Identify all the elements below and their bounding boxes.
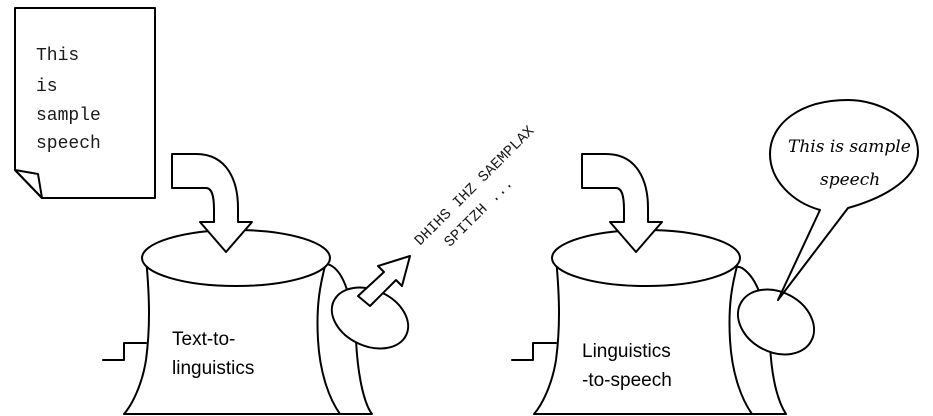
signal-step-left-1: [102, 342, 147, 361]
curved-arrow-down-2: [581, 153, 663, 253]
signal-step-left-2: [511, 342, 557, 361]
module2-output-opening: [736, 288, 816, 356]
module2-label-line-1: Linguistics: [582, 341, 671, 362]
module1-label-line-2: linguistics: [172, 358, 254, 379]
phonetic-transcription: DHIHS IHZ SAEMPLAX SPITZH ...: [412, 123, 539, 251]
speech-bubble-shape: [769, 99, 919, 301]
document-line-1: This: [36, 46, 79, 66]
curved-arrow-down-1: [171, 153, 253, 253]
document-line-3: sample: [36, 106, 101, 126]
document-line-4: speech: [36, 134, 101, 154]
output-arrow-icon: [357, 255, 411, 307]
input-document: This is sample speech: [14, 7, 156, 199]
speech-bubble: This is sample speech: [769, 99, 919, 301]
module1-body: [123, 257, 341, 415]
module-linguistics-to-speech: [511, 229, 816, 415]
speech-bubble-line-1: This is sample: [788, 137, 911, 157]
document-folded-corner: [14, 169, 43, 199]
module1-label-line-1: Text-to-: [172, 329, 235, 350]
module2-label-line-2: -to-speech: [582, 370, 672, 391]
module2-body: [533, 257, 753, 415]
speech-bubble-line-2: speech: [820, 170, 880, 190]
document-line-2: is: [36, 77, 58, 97]
phonetic-line-1: DHIHS IHZ SAEMPLAX: [412, 123, 539, 250]
module-text-to-linguistics: [102, 229, 410, 415]
document-page: [14, 7, 156, 199]
